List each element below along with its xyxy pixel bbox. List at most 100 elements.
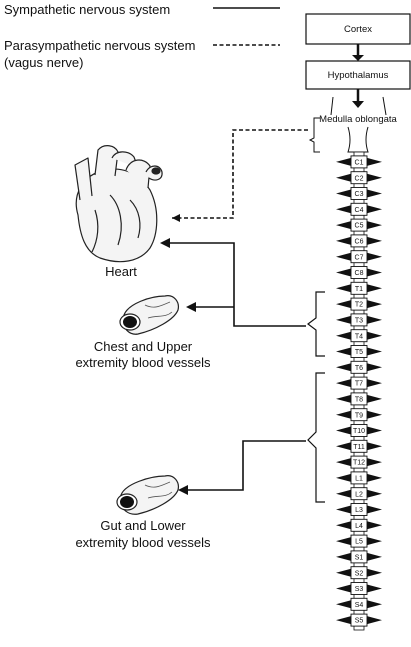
gut-label-line1: Gut and Lower	[100, 518, 186, 533]
cortex-box: Cortex	[305, 13, 411, 45]
vertebra-t7: T7	[336, 376, 382, 390]
sympathetic-heart-path	[168, 242, 306, 327]
left-nerve-root	[336, 252, 351, 261]
vertebra-box	[350, 234, 368, 248]
vertebra-label: L5	[355, 539, 363, 546]
vertebra-label: T12	[353, 460, 365, 467]
vertebra-label: L3	[355, 507, 363, 514]
left-nerve-root	[336, 315, 351, 324]
vertebra-label: S3	[355, 586, 364, 593]
left-nerve-root	[336, 473, 351, 482]
right-nerve-root	[367, 284, 382, 293]
vertebra-label: C8	[355, 270, 364, 277]
vertebra-label: L2	[355, 491, 363, 498]
spinal-cord	[353, 151, 365, 631]
chest-arrowhead	[186, 302, 196, 312]
left-nerve-root	[336, 205, 351, 214]
vertebra-label: T4	[355, 333, 363, 340]
vertebra-box	[350, 187, 368, 200]
vertebra-box	[350, 266, 368, 279]
vertebra-l3: L3	[336, 503, 382, 516]
left-nerve-root	[336, 236, 351, 245]
right-nerve-root	[367, 157, 382, 166]
vertebra-box	[350, 313, 368, 327]
vertebra-box	[350, 171, 368, 185]
left-nerve-root	[336, 616, 351, 625]
right-nerve-root	[367, 394, 382, 403]
right-nerve-root	[367, 410, 382, 419]
left-nerve-root	[336, 552, 351, 561]
right-nerve-root	[367, 347, 382, 356]
vertebra-box	[350, 471, 368, 485]
legend: Sympathetic nervous system Parasympathet…	[4, 2, 280, 70]
chest-label-line2: extremity blood vessels	[75, 355, 211, 370]
vertebra-box	[350, 329, 368, 343]
right-nerve-root	[367, 537, 382, 546]
vertebra-l1: L1	[336, 471, 382, 485]
right-nerve-root	[367, 331, 382, 340]
vertebra-box	[350, 250, 368, 264]
vertebra-label: T9	[355, 412, 363, 419]
vertebra-box	[350, 503, 368, 516]
right-nerve-root	[367, 252, 382, 261]
vertebra-box	[350, 487, 368, 501]
vertebra-label: T2	[355, 302, 363, 309]
vertebra-box	[350, 360, 368, 374]
vertebra-box	[350, 566, 368, 580]
medulla-label: Medulla oblongata	[319, 114, 397, 125]
right-nerve-root	[367, 505, 382, 514]
right-nerve-root	[367, 315, 382, 324]
vertebra-box	[350, 582, 368, 595]
heart-illustration	[74, 145, 163, 263]
vertebra-label: L1	[355, 476, 363, 483]
vertebra-s3: S3	[336, 582, 382, 595]
right-nerve-root	[367, 379, 382, 388]
gut-arrowhead	[178, 485, 188, 495]
left-nerve-root	[336, 505, 351, 514]
vertebra-t1: T1	[336, 281, 382, 295]
vertebra-label: L4	[355, 523, 363, 530]
right-nerve-root	[367, 236, 382, 245]
vertebra-label: C5	[355, 223, 364, 230]
left-nerve-root	[336, 221, 351, 230]
left-nerve-root	[336, 379, 351, 388]
vertebra-t5: T5	[336, 345, 382, 358]
right-nerve-root	[367, 552, 382, 561]
vertebra-l4: L4	[336, 518, 382, 532]
left-nerve-root	[336, 268, 351, 277]
left-nerve-root	[336, 157, 351, 166]
left-nerve-root	[336, 489, 351, 498]
vertebra-label: T10	[353, 428, 365, 435]
left-nerve-root	[336, 568, 351, 577]
hypothalamus-box: Hypothalamus	[305, 60, 411, 90]
vertebra-t9: T9	[336, 408, 382, 422]
left-nerve-root	[336, 410, 351, 419]
vertebra-label: S1	[355, 555, 364, 562]
vertebra-box	[350, 424, 368, 437]
vertebra-c5: C5	[336, 218, 382, 232]
vertebra-label: C4	[355, 207, 364, 214]
medulla-bracket	[308, 117, 320, 153]
right-nerve-root	[367, 205, 382, 214]
vertebra-box	[350, 202, 368, 216]
vertebra-t12: T12	[336, 455, 382, 469]
vertebra-label: C2	[355, 175, 364, 182]
vertebra-label: T1	[355, 286, 363, 293]
vertebra-label: T11	[353, 444, 365, 451]
right-nerve-root	[367, 268, 382, 277]
medulla-oblongata: Medulla oblongata	[319, 96, 398, 153]
chest-vessel-illustration	[119, 295, 179, 335]
vertebra-label: T7	[355, 381, 363, 388]
vertebra-box	[350, 281, 368, 295]
vertebra-label: S2	[355, 570, 364, 577]
left-nerve-root	[336, 521, 351, 530]
vertebra-c7: C7	[336, 250, 382, 264]
vertebra-s5: S5	[336, 613, 382, 627]
vertebra-c6: C6	[336, 234, 382, 248]
left-nerve-root	[336, 394, 351, 403]
gut-vessel-illustration	[116, 475, 179, 515]
thoracic-upper-bracket	[307, 291, 325, 357]
right-nerve-root	[367, 173, 382, 182]
vertebra-box	[350, 550, 368, 564]
